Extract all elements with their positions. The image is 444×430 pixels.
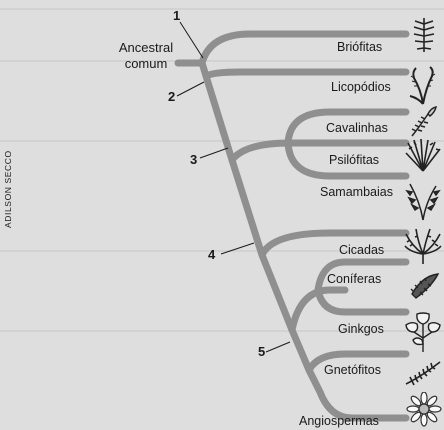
common-ancestor-label: Ancestral comum bbox=[115, 40, 177, 72]
node-number-1: 1 bbox=[173, 8, 180, 23]
horsetail-icon bbox=[406, 104, 440, 138]
taxon-label: Licopódios bbox=[331, 80, 391, 94]
node-number-3: 3 bbox=[190, 152, 197, 167]
conifer-icon bbox=[408, 268, 442, 302]
leader-1 bbox=[180, 22, 203, 58]
lycopod-icon bbox=[406, 64, 440, 106]
fern-icon bbox=[404, 178, 442, 222]
taxon-label: Coníferas bbox=[327, 272, 381, 286]
taxon-label: Psilófitas bbox=[329, 153, 379, 167]
moss-icon bbox=[408, 14, 440, 54]
leader-5 bbox=[266, 342, 290, 352]
node-number-5: 5 bbox=[258, 344, 265, 359]
taxon-label: Briófitas bbox=[337, 40, 382, 54]
credit-text: ADILSON SECCO bbox=[3, 150, 13, 228]
node-number-2: 2 bbox=[168, 89, 175, 104]
psilotum-icon bbox=[404, 137, 442, 173]
taxon-label: Samambaias bbox=[320, 185, 393, 199]
taxon-label: Ginkgos bbox=[338, 322, 384, 336]
leader-2 bbox=[177, 82, 204, 96]
flower-icon bbox=[406, 392, 442, 430]
branch-cicadas bbox=[262, 233, 406, 255]
node-number-4: 4 bbox=[208, 247, 215, 262]
branch-licopodios bbox=[206, 72, 406, 76]
taxon-label: Angiospermas bbox=[299, 414, 379, 428]
taxon-label: Cavalinhas bbox=[326, 121, 388, 135]
taxon-label: Cicadas bbox=[339, 243, 384, 257]
cycad-icon bbox=[404, 226, 442, 266]
gnetophyte-icon bbox=[404, 358, 442, 388]
taxon-label: Gnetófitos bbox=[324, 363, 381, 377]
ginkgo-icon bbox=[404, 310, 442, 354]
leader-3 bbox=[200, 148, 228, 158]
leader-4 bbox=[221, 243, 254, 254]
